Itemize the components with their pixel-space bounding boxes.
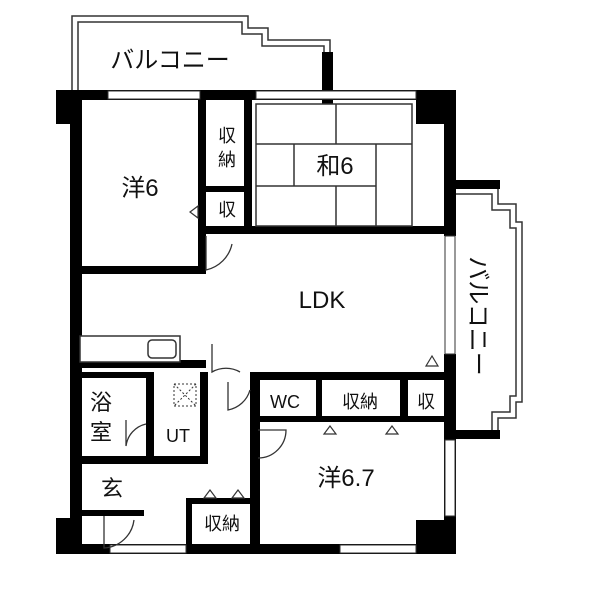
storage-small-right-label: 収	[417, 392, 435, 412]
storage-upper-label-line2: 納	[218, 150, 236, 170]
wc-label: WC	[270, 392, 300, 412]
top-balcony-rail	[322, 52, 333, 104]
entrance-label: 玄	[101, 476, 123, 501]
storage-small-upper-label: 収	[218, 200, 236, 220]
storage-middle-label: 収納	[342, 392, 378, 412]
storage-upper-label-line1: 収	[218, 126, 236, 146]
bath-label-line2: 室	[90, 420, 112, 445]
right-balcony-rail-top	[450, 180, 500, 189]
washer-symbol	[173, 383, 197, 407]
japanese-room-6-label: 和6	[316, 153, 353, 180]
interior-walls	[80, 100, 446, 544]
right-balcony-label: バルコニー	[464, 256, 491, 376]
right-balcony-rail-bottom	[450, 430, 500, 439]
top-balcony-outline	[71, 15, 331, 92]
western-room-6-label: 洋6	[121, 175, 158, 202]
storage-markers	[189, 204, 440, 499]
western-room-67-label: 洋6.7	[317, 465, 374, 492]
utility-label: UT	[166, 426, 190, 446]
right-balcony-outline	[455, 187, 523, 436]
window-openings	[107, 90, 456, 554]
tatami-lines	[255, 103, 413, 227]
top-balcony-label: バルコニー	[110, 47, 230, 74]
door-swings	[103, 236, 287, 549]
kitchen-counter	[79, 335, 181, 363]
ldk-label: LDK	[299, 287, 346, 314]
bath-label-line1: 浴	[90, 390, 112, 415]
storage-lower-label: 収納	[204, 514, 240, 534]
